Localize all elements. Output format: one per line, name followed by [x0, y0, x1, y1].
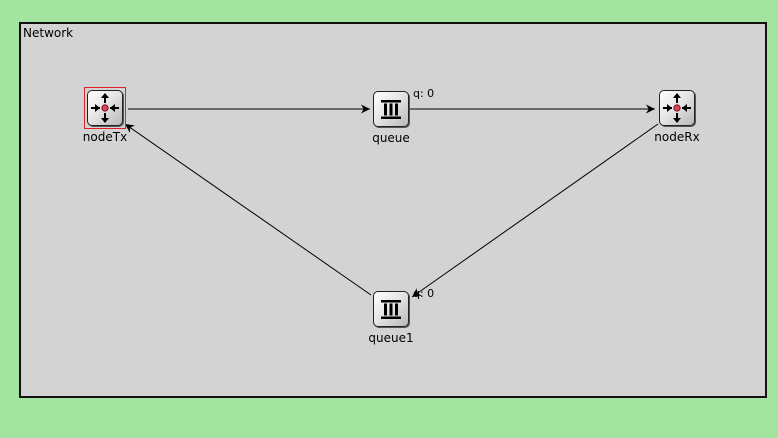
router-icon — [87, 90, 123, 126]
network-title: Network — [23, 26, 74, 40]
network-canvas: Network nodeTx — [19, 22, 767, 398]
router-icon — [659, 90, 695, 126]
node-label: nodeRx — [654, 130, 700, 144]
queue-icon — [373, 91, 409, 127]
node-label: queue — [372, 131, 410, 145]
node-queue[interactable]: q: 0 queue — [371, 87, 434, 145]
queue-counter: q: 0 — [413, 87, 435, 100]
node-nodeRx[interactable]: nodeRx — [654, 88, 700, 144]
links-layer — [124, 104, 659, 298]
node-label: queue1 — [368, 331, 414, 345]
queue-counter: q: 0 — [413, 287, 435, 300]
selection-frame — [84, 87, 126, 129]
node-nodeTx[interactable]: nodeTx — [83, 87, 127, 144]
node-queue1[interactable]: q: 0 queue1 — [368, 287, 434, 345]
node-label: nodeTx — [82, 130, 128, 144]
link-nodeRx-to-queue1[interactable] — [411, 123, 659, 298]
queue-icon — [373, 291, 409, 327]
link-queue1-to-nodeTx[interactable] — [124, 123, 372, 296]
